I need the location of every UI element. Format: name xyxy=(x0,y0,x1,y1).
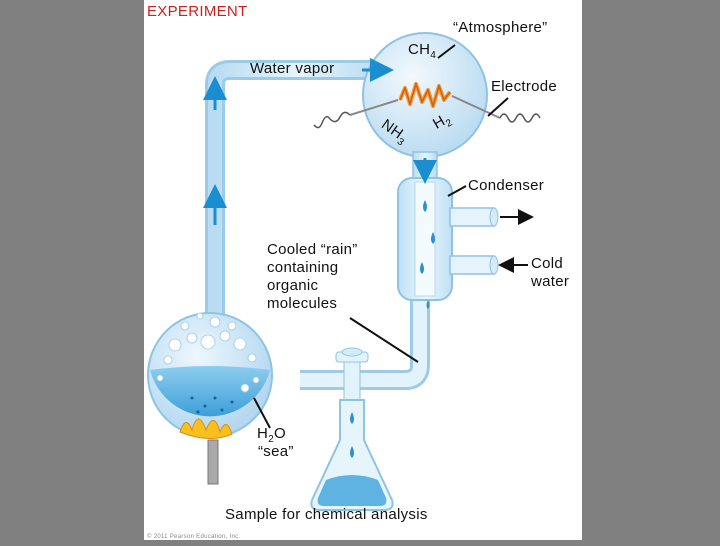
bubbles xyxy=(156,312,260,393)
atmosphere-label: “Atmosphere” xyxy=(453,19,548,36)
sea-water xyxy=(150,366,270,417)
cooled-rain-line-4: molecules xyxy=(267,295,338,312)
condenser-label: Condenser xyxy=(468,177,545,194)
pointer-atmosphere xyxy=(437,44,456,59)
electrode-right xyxy=(451,95,501,119)
h2o-label: H2O xyxy=(257,425,286,445)
ch4-label: CH4 xyxy=(408,41,437,61)
wire-left-icon xyxy=(313,111,351,129)
drop-icon xyxy=(423,200,427,212)
sample-label: Sample for chemical analysis xyxy=(225,506,428,523)
wire-right-icon xyxy=(499,113,541,123)
cooled-rain-line-1: Cooled “rain” xyxy=(267,241,358,258)
pointer-rain xyxy=(349,317,419,363)
flame-icon xyxy=(179,418,233,439)
electrode-label: Electrode xyxy=(491,78,558,95)
cooled-rain-line-3: organic xyxy=(267,277,319,294)
outlet-port xyxy=(449,207,495,227)
experiment-title: EXPERIMENT xyxy=(147,3,248,20)
copyright-notice: © 2011 Pearson Education, Inc. xyxy=(147,534,241,540)
sea-label: “sea” xyxy=(258,443,294,460)
inlet-port xyxy=(449,255,495,275)
cooled-rain-line-2: containing xyxy=(267,259,339,276)
water-vapor-label: Water vapor xyxy=(250,60,335,77)
pointer-sea xyxy=(253,397,271,429)
cold-water-line-1: Cold xyxy=(531,255,564,272)
pointer-condenser xyxy=(447,185,467,197)
burner xyxy=(207,439,219,485)
electrode-left xyxy=(349,99,399,116)
pointer-electrode xyxy=(487,97,509,117)
cold-water-line-2: water xyxy=(531,273,570,290)
